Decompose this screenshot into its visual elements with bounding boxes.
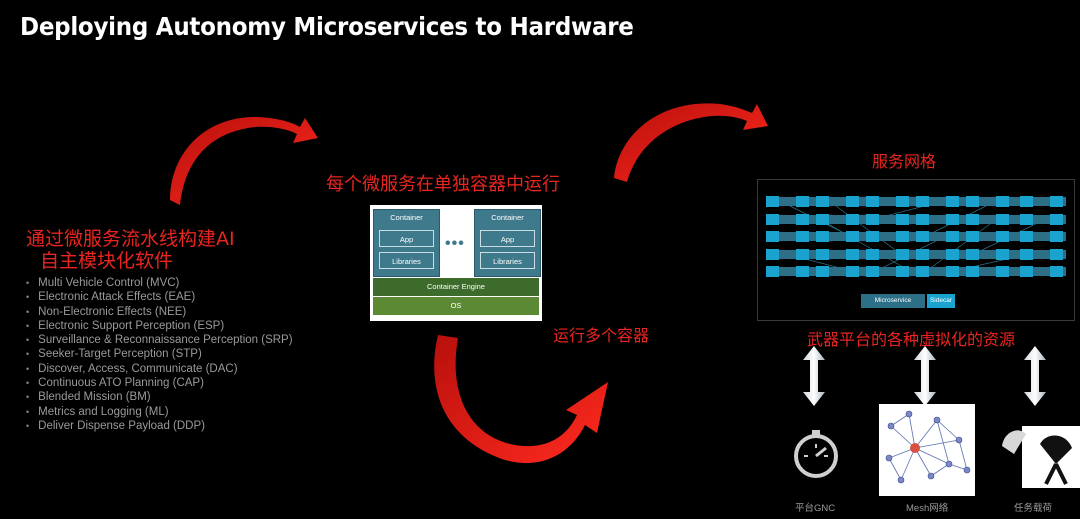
list-item: Electronic Attack Effects (EAE) <box>26 290 293 304</box>
speedometer-icon <box>794 430 838 478</box>
double-arrow-icon <box>803 346 825 406</box>
ellipsis: ••• <box>445 235 465 252</box>
network-graph-icon <box>879 404 975 496</box>
service-mesh-diagram: Microservice Sidecar <box>757 179 1075 321</box>
pipeline-heading-line2: 自主模块化软件 <box>40 250 174 272</box>
mesh-heading: 服务网格 <box>872 152 937 171</box>
double-arrow-icon <box>914 346 936 406</box>
satellite-dish-icon <box>1002 426 1080 488</box>
list-item: Continuous ATO Planning (CAP) <box>26 376 293 390</box>
app-box: App <box>379 230 434 247</box>
container-box: Container App Libraries <box>373 209 440 277</box>
resources-label: 武器平台的各种虚拟化的资源 <box>807 330 1016 349</box>
list-item: Seeker-Target Perception (STP) <box>26 347 293 361</box>
libraries-box: Libraries <box>379 252 434 269</box>
run-containers-label: 运行多个容器 <box>553 326 650 345</box>
os-bar: OS <box>373 297 539 315</box>
page-title: Deploying Autonomy Microservices to Hard… <box>20 12 634 41</box>
curved-arrow-icon <box>434 335 608 464</box>
libraries-box: Libraries <box>480 252 535 269</box>
legend-microservice: Microservice <box>861 294 925 308</box>
double-arrow-icon <box>1024 346 1046 406</box>
gnc-label: 平台GNC <box>795 503 836 514</box>
list-item: Metrics and Logging (ML) <box>26 405 293 419</box>
container-title: Container <box>390 213 423 222</box>
container-heading: 每个微服务在单独容器中运行 <box>326 174 560 195</box>
list-item: Multi Vehicle Control (MVC) <box>26 276 293 290</box>
container-title: Container <box>491 213 524 222</box>
curved-arrow-icon <box>614 103 768 182</box>
list-item: Deliver Dispense Payload (DDP) <box>26 419 293 433</box>
list-item: Non-Electronic Effects (NEE) <box>26 305 293 319</box>
list-item: Surveillance & Reconnaissance Perception… <box>26 333 292 347</box>
app-box: App <box>480 230 535 247</box>
payload-label: 任务载荷 <box>1014 503 1053 514</box>
legend-sidecar: Sidecar <box>927 294 955 308</box>
pipeline-heading: 通过微服务流水线构建AI 自主模块化软件 <box>26 228 235 272</box>
list-item: Blended Mission (BM) <box>26 390 293 404</box>
container-engine-bar: Container Engine <box>373 278 539 296</box>
list-item: Electronic Support Perception (ESP) <box>26 319 293 333</box>
mesh-network-label: Mesh网络 <box>906 503 949 514</box>
pipeline-heading-line1: 通过微服务流水线构建AI <box>26 228 235 250</box>
module-list: Multi Vehicle Control (MVC) Electronic A… <box>26 276 293 433</box>
curved-arrow-icon <box>170 116 318 205</box>
container-diagram: Container App Libraries ••• Container Ap… <box>370 205 542 321</box>
container-box: Container App Libraries <box>474 209 541 277</box>
list-item: Discover, Access, Communicate (DAC) <box>26 362 293 376</box>
